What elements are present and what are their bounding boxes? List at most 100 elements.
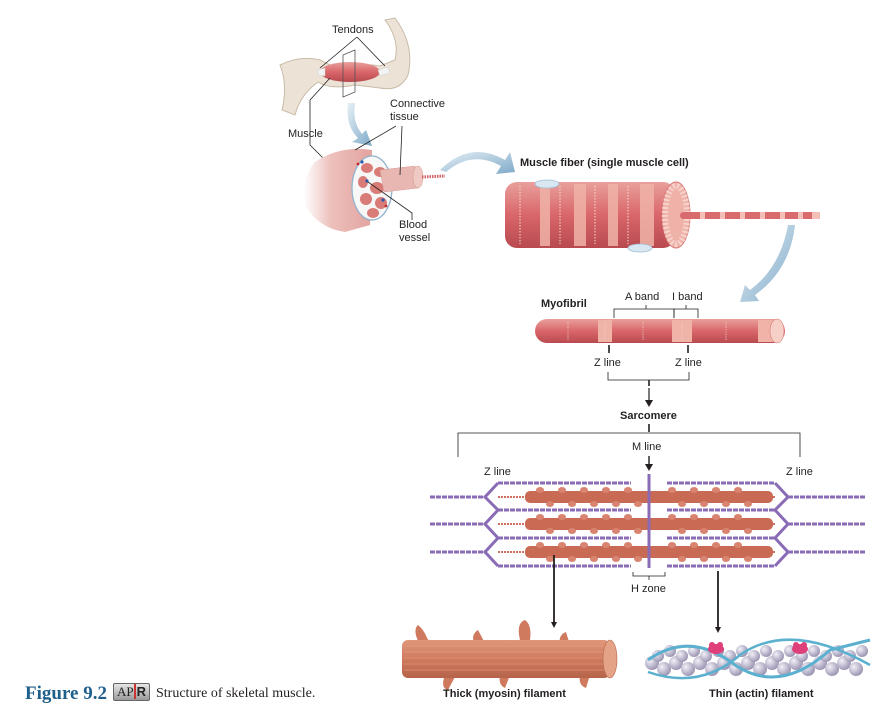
z-line-label: Z line	[594, 357, 621, 369]
myosin-head	[624, 542, 632, 548]
myosin-head	[546, 528, 554, 534]
myosin-head	[602, 487, 610, 493]
curved-arrow-icon	[440, 152, 515, 174]
myosin-head	[668, 542, 676, 548]
figure-caption-text: Structure of skeletal muscle.	[156, 686, 316, 701]
arrow-down-icon	[645, 400, 653, 407]
actin-bead	[760, 645, 772, 657]
actin-bead	[856, 645, 868, 657]
myosin-head	[722, 528, 730, 534]
arm-illustration	[279, 17, 411, 116]
myosin-head	[612, 528, 620, 534]
myosin-head	[624, 514, 632, 520]
actin-bead	[748, 650, 760, 662]
myosin-head	[612, 556, 620, 562]
myosin-head	[590, 501, 598, 507]
myosin-head	[580, 514, 588, 520]
actin-bead	[753, 662, 767, 676]
myosin-head	[536, 542, 544, 548]
myosin-head	[590, 528, 598, 534]
thick-filament-label: Thick (myosin) filament	[443, 688, 566, 700]
sarcomere-illustration	[430, 474, 865, 568]
myosin-head	[690, 514, 698, 520]
arrow-down-icon	[551, 622, 557, 628]
myosin-head	[668, 487, 676, 493]
actin-bead	[808, 645, 820, 657]
cross-section-plane-icon	[342, 49, 356, 98]
muscle-label: Muscle	[288, 128, 323, 140]
myosin-head	[634, 501, 642, 507]
myosin-head	[558, 542, 566, 548]
myosin-head	[690, 542, 698, 548]
troponin-subunit	[793, 642, 799, 648]
myosin-head	[580, 542, 588, 548]
actin-bead	[772, 650, 784, 662]
biceps-muscle-icon	[320, 62, 380, 82]
myosin-head	[602, 514, 610, 520]
arrow-down-icon	[645, 464, 653, 471]
myosin-head	[734, 487, 742, 493]
myosin-head	[700, 556, 708, 562]
thin-filament-illustration	[645, 638, 871, 680]
connective-tissue-label-line2: tissue	[390, 111, 419, 123]
myosin-head	[568, 556, 576, 562]
z-line-label: Z line	[675, 357, 702, 369]
troponin-subunit	[717, 642, 723, 648]
muscle-fiber-label: Muscle fiber (single muscle cell)	[520, 157, 689, 169]
myosin-head	[634, 528, 642, 534]
myosin-head	[744, 528, 752, 534]
myofibril-brackets	[457, 305, 801, 466]
blood-vessel-label-line2: vessel	[399, 232, 431, 244]
arrow-down-icon	[715, 627, 721, 633]
myosin-head	[678, 528, 686, 534]
a-band-label: A band	[625, 291, 660, 303]
myosin-head	[546, 556, 554, 562]
myosin-head	[678, 556, 686, 562]
troponin-subunit	[801, 642, 807, 648]
myosin-head	[634, 556, 642, 562]
actin-bead	[849, 662, 863, 676]
actin-bead	[736, 645, 748, 657]
z-line-right	[772, 481, 791, 568]
actin-bead	[820, 650, 832, 662]
myosin-head	[722, 501, 730, 507]
section-leaders	[354, 125, 413, 220]
tendon-icon	[317, 66, 391, 77]
myosin-head	[536, 487, 544, 493]
actin-bead	[777, 662, 791, 676]
tropomyosin-strand	[647, 638, 871, 680]
myosin-head	[568, 501, 576, 507]
myofibril-label: Myofibril	[541, 298, 587, 310]
myosin-head	[546, 501, 554, 507]
myosin-head	[678, 501, 686, 507]
troponin-subunit	[709, 642, 715, 648]
thick-filament-illustration	[402, 620, 618, 690]
myosin-head	[568, 528, 576, 534]
muscle-fiber-illustration	[505, 179, 820, 253]
myosin-head	[734, 542, 742, 548]
actin-bead	[681, 662, 695, 676]
actin-bead	[825, 662, 839, 676]
myosin-head	[712, 487, 720, 493]
myosin-head	[558, 487, 566, 493]
myosin-head	[624, 487, 632, 493]
actin-bead	[700, 650, 712, 662]
curved-arrow-icon	[740, 225, 795, 302]
myosin-head	[612, 501, 620, 507]
curved-arrow-icon	[347, 103, 372, 146]
z-line-label: Z line	[484, 466, 511, 478]
myosin-head	[722, 556, 730, 562]
actin-bead	[729, 662, 743, 676]
myosin-head	[558, 514, 566, 520]
myosin-head	[734, 514, 742, 520]
myosin-head	[602, 542, 610, 548]
myosin-head	[580, 487, 588, 493]
myosin-head	[744, 501, 752, 507]
myosin-head	[536, 514, 544, 520]
filament-leaders	[553, 555, 719, 630]
thin-filament-label: Thin (actin) filament	[709, 688, 814, 700]
m-line-label: M line	[632, 441, 662, 453]
